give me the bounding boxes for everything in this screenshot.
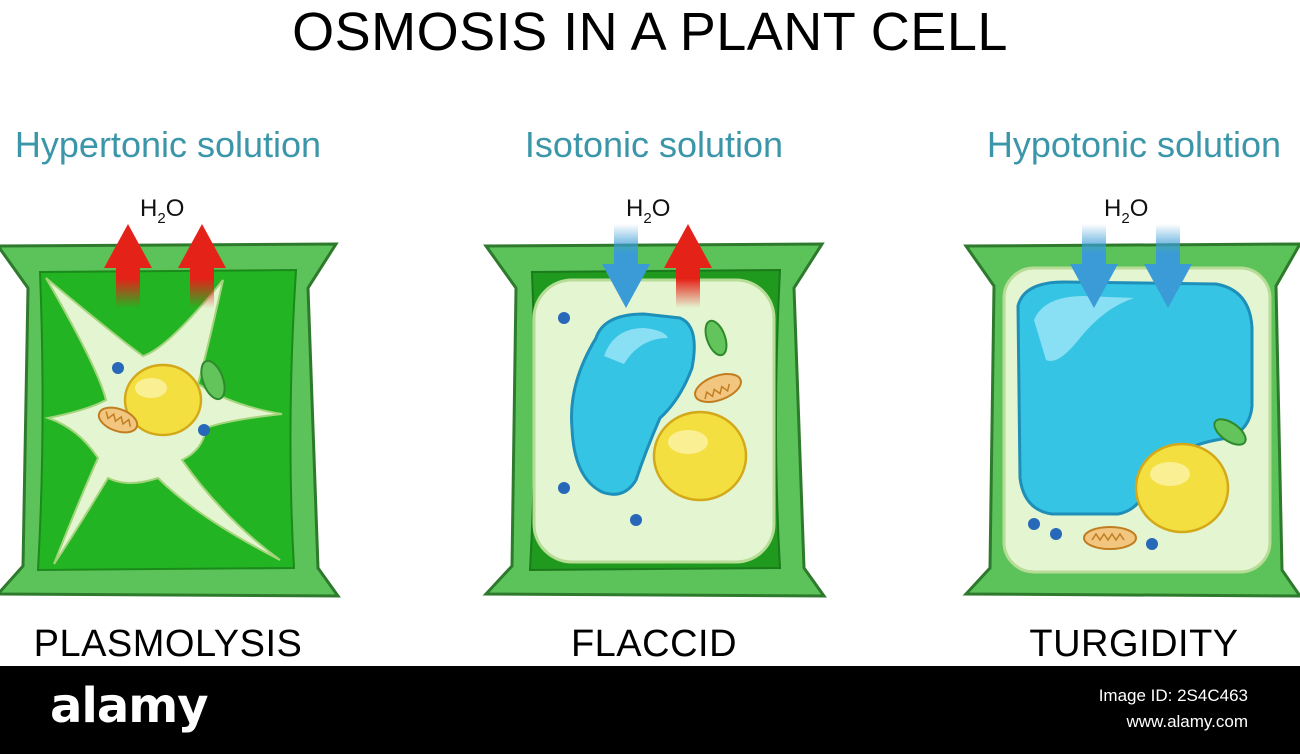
image-id: Image ID: 2S4C463 [1098,686,1248,705]
alamy-logo: alamy [50,678,209,734]
arrow-in-icon [1144,224,1192,308]
state-label: PLASMOLYSIS [33,623,303,665]
ribosome [112,362,124,374]
h2o-label: H2O [1104,195,1148,227]
nucleus [652,410,748,502]
ribosome [1028,518,1040,530]
h2o-label: H2O [140,195,184,227]
solution-label: Isotonic solution [524,124,784,165]
chloroplast [704,319,728,357]
arrow-in-icon [1070,224,1118,308]
ribosome [1146,538,1158,550]
panel-plasmolysis: Hypertonic solution H2O PLASMOLYSIS [0,110,368,670]
chloroplast [200,359,226,401]
solution-label: Hypotonic solution [986,124,1282,165]
ribosome [1050,528,1062,540]
site-url: www.alamy.com [1126,712,1248,731]
panel-flaccid: Isotonic solution H2O [454,110,854,670]
ribosome [558,312,570,324]
ribosome [198,424,210,436]
plasmolysis-cell-diagram: H2O [0,195,341,598]
flaccid-cell-diagram: H2O [482,195,827,598]
nucleus [1134,442,1230,534]
solution-label: Hypertonic solution [14,124,322,165]
vacuole [570,312,696,496]
arrow-out-icon [104,224,152,308]
ribosome [558,482,570,494]
page-title: OSMOSIS IN A PLANT CELL [292,2,1008,62]
ribosome [630,514,642,526]
turgidity-cell-diagram: H2O [962,195,1300,598]
arrow-out-icon [664,224,712,308]
chloroplast [1213,418,1247,446]
arrow-out-icon [178,224,226,308]
arrow-in-icon [602,224,650,308]
panel-turgidity: Hypotonic solution H2O TURGIDITY [934,110,1300,670]
h2o-label: H2O [626,195,670,227]
watermark-footer: alamy Image ID: 2S4C463 www.alamy.com [0,666,1300,754]
state-label: FLACCID [570,623,738,665]
state-label: TURGIDITY [1029,623,1239,665]
